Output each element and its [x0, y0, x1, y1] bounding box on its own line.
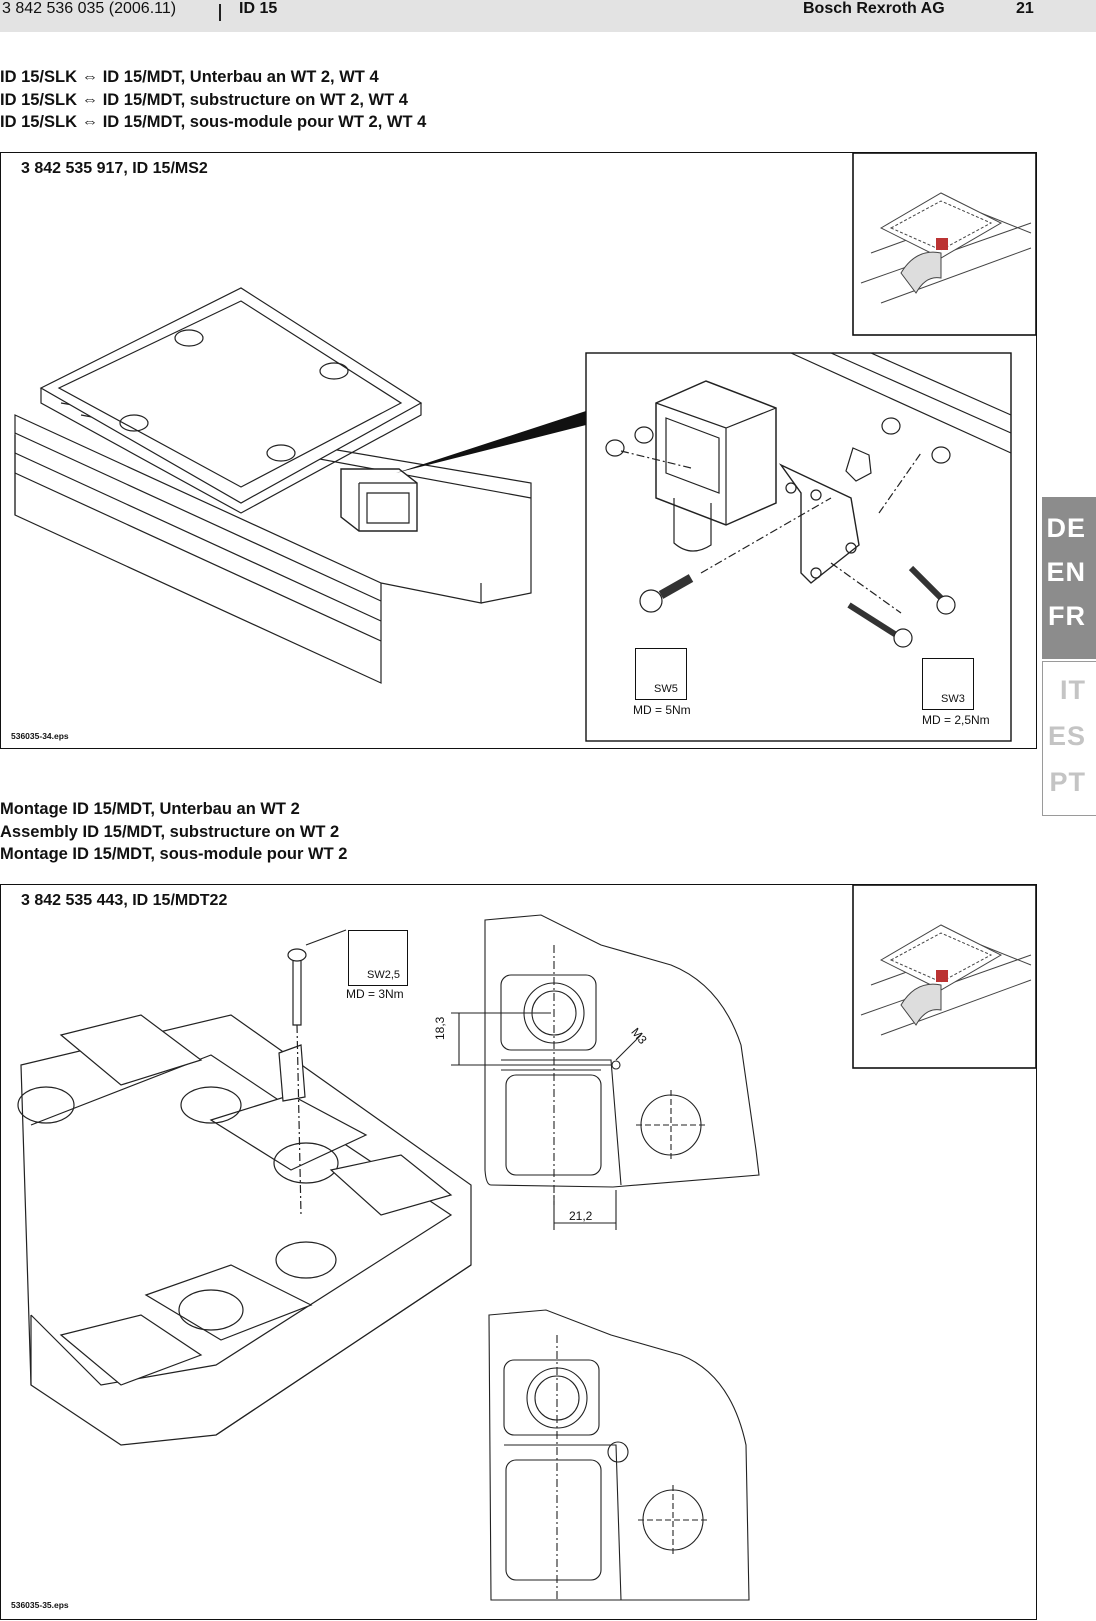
panel-title: 3 842 535 917, ID 15/MS2	[21, 160, 208, 177]
file-label: 536035-34.eps	[11, 731, 69, 741]
header-separator	[219, 4, 221, 21]
assembly-illustration-1	[14, 152, 1037, 742]
heading-line-de: Montage ID 15/MDT, Unterbau an WT 2	[0, 800, 300, 818]
page-number: 21	[1016, 0, 1034, 17]
heading-line-en: Assembly ID 15/MDT, substructure on WT 2	[0, 822, 340, 841]
page-header: 3 842 536 035 (2006.11) ID 15 Bosch Rexr…	[0, 0, 1096, 32]
dimension-horizontal: 21,2	[569, 1209, 593, 1223]
heading-line-fr: ID 15/SLK ⇔ ID 15/MDT, sous-module pour …	[0, 113, 427, 131]
hex-key-sw5-box: SW5	[635, 648, 687, 700]
torque-label: MD = 3Nm	[346, 987, 404, 1001]
heading-line-de: ID 15/SLK ⇔ ID 15/MDT, Unterbau an WT 2,…	[0, 68, 379, 86]
figure-panel-2: 3 842 535 443, ID 15/MDT22	[0, 884, 1037, 1620]
figure-panel-1: 3 842 535 917, ID 15/MS2	[0, 152, 1037, 749]
language-it[interactable]: IT	[1060, 675, 1086, 705]
document-number: 3 842 536 035 (2006.11)	[2, 0, 177, 17]
assembly-illustration-2	[17, 884, 1037, 1601]
language-tabs-active: DE EN FR	[1042, 497, 1096, 659]
file-label: 536035-35.eps	[11, 1600, 69, 1610]
language-pt[interactable]: PT	[1049, 767, 1086, 797]
tool-size-sw25: SW2,5	[367, 969, 401, 981]
torque-label-right: MD = 2,5Nm	[922, 713, 990, 727]
section1-heading: ID 15/SLK ⇔ ID 15/MDT, Unterbau an WT 2,…	[0, 66, 426, 134]
tool-size-sw3: SW3	[941, 693, 965, 705]
language-en[interactable]: EN	[1046, 557, 1086, 587]
product-name: ID 15	[239, 0, 278, 17]
hex-key-sw25-box: SW2,5	[348, 930, 408, 986]
dimension-vertical: 18,3	[433, 1016, 447, 1040]
heading-line-fr: Montage ID 15/MDT, sous-module pour WT 2	[0, 845, 348, 863]
language-fr[interactable]: FR	[1048, 601, 1086, 631]
section2-heading: Montage ID 15/MDT, Unterbau an WT 2 Asse…	[0, 798, 347, 866]
language-de[interactable]: DE	[1046, 513, 1086, 543]
hex-key-sw3-box: SW3	[922, 658, 974, 710]
company-name: Bosch Rexroth AG	[803, 0, 945, 17]
tool-size-sw5: SW5	[654, 683, 678, 695]
heading-line-en: ID 15/SLK ⇔ ID 15/MDT, substructure on W…	[0, 90, 408, 109]
panel-title: 3 842 535 443, ID 15/MDT22	[21, 892, 228, 909]
torque-label-left: MD = 5Nm	[633, 703, 691, 717]
language-es[interactable]: ES	[1047, 721, 1086, 751]
language-tabs-inactive: IT ES PT	[1042, 661, 1096, 816]
